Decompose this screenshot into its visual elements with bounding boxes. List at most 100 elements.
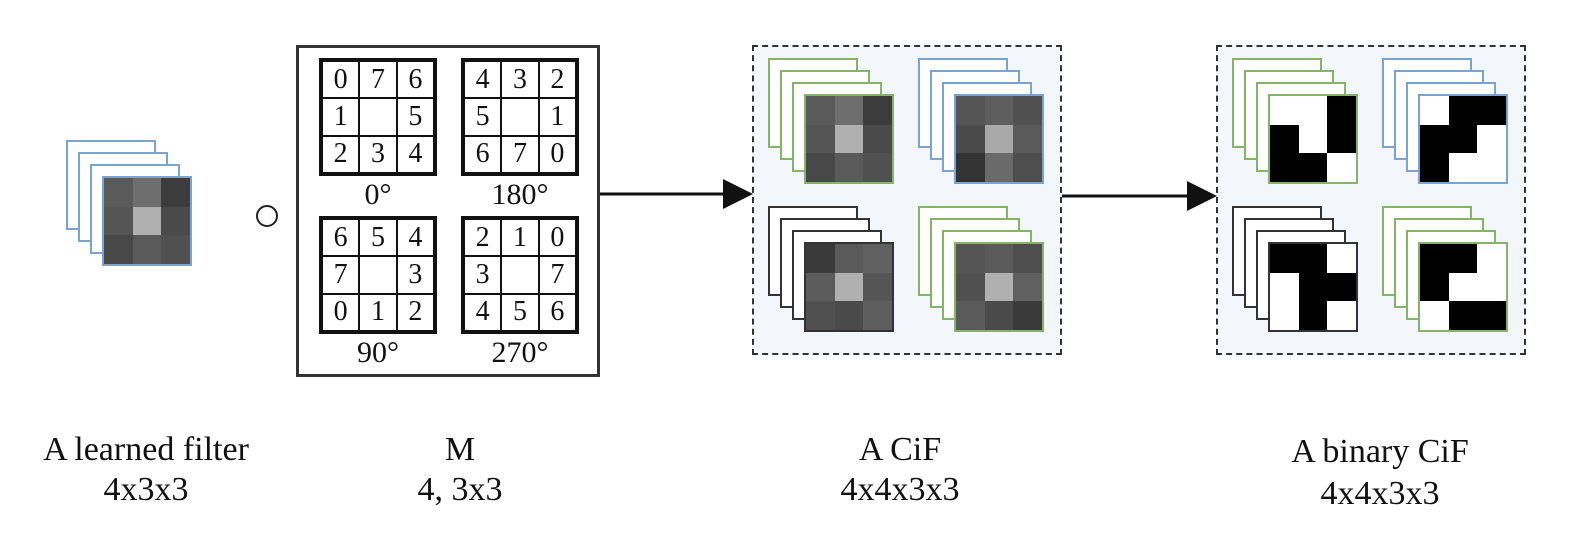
filter-pixel — [956, 272, 985, 302]
m-cell: 7 — [538, 256, 576, 294]
filter-pixel — [956, 244, 985, 273]
m-cell: 5 — [359, 219, 397, 257]
m-cell: 5 — [501, 293, 539, 331]
m-cell: 0 — [322, 293, 360, 331]
m-cell: 4 — [396, 135, 434, 173]
m-cell: 3 — [464, 256, 502, 294]
filter-pixel — [984, 301, 1014, 330]
m-cell: 6 — [464, 135, 502, 173]
binary-cif-label: A binary CiF — [1291, 433, 1469, 470]
m-cell: 1 — [322, 98, 360, 136]
filter-pixel — [1420, 96, 1449, 125]
m-cell — [359, 98, 397, 136]
filter-pixel — [1327, 124, 1356, 154]
filter-pixel — [1327, 153, 1356, 182]
filter-pixel-grid — [804, 242, 894, 332]
filter-pixel-grid — [1268, 94, 1358, 184]
cif-dim: 4x4x3x3 — [840, 471, 960, 508]
m-cell: 6 — [396, 61, 434, 99]
filter-pixel — [1448, 153, 1478, 182]
filter-pixel — [806, 96, 835, 125]
filter-pixel — [161, 206, 190, 236]
filter-pixel — [1420, 272, 1449, 302]
filter-pixel — [1420, 301, 1449, 330]
m-angle-90: 90° — [357, 336, 399, 369]
filter-pixel — [956, 124, 985, 154]
filter-pixel — [863, 272, 892, 302]
filter-pixel — [984, 96, 1014, 125]
filter-pixel — [984, 153, 1014, 182]
filter-pixel — [104, 178, 133, 207]
filter-pixel — [956, 301, 985, 330]
m-cell — [359, 256, 397, 294]
filter-pixel — [1448, 124, 1478, 154]
m-cell: 4 — [464, 293, 502, 331]
filter-pixel — [863, 96, 892, 125]
filter-pixel — [956, 96, 985, 125]
filter-pixel — [834, 124, 864, 154]
filter-pixel — [1477, 96, 1506, 125]
filter-pixel — [863, 301, 892, 330]
binary-cif-dim: 4x4x3x3 — [1320, 475, 1440, 512]
filter-pixel — [1327, 244, 1356, 273]
filter-pixel — [863, 124, 892, 154]
filter-pixel — [834, 301, 864, 330]
filter-pixel — [806, 272, 835, 302]
filter-pixel — [1013, 153, 1042, 182]
learned-filter-dim: 4x3x3 — [103, 471, 189, 508]
m-cell — [501, 98, 539, 136]
m-cell: 0 — [538, 135, 576, 173]
m-angle-270: 270° — [491, 336, 549, 369]
filter-pixel — [1270, 96, 1299, 125]
filter-pixel-grid — [804, 94, 894, 184]
m-cell: 3 — [359, 135, 397, 173]
m-cell: 7 — [322, 256, 360, 294]
filter-pixel — [863, 153, 892, 182]
filter-pixel-grid — [1268, 242, 1358, 332]
filter-pixel — [132, 206, 162, 236]
m-cell: 4 — [464, 61, 502, 99]
m-cell: 4 — [396, 219, 434, 257]
filter-pixel-grid — [1418, 242, 1508, 332]
filter-pixel — [1477, 244, 1506, 273]
filter-pixel — [104, 235, 133, 264]
filter-pixel — [984, 244, 1014, 273]
m-cell — [501, 256, 539, 294]
filter-pixel — [1270, 272, 1299, 302]
filter-pixel — [1448, 96, 1478, 125]
filter-pixel — [1420, 244, 1449, 273]
m-cell: 0 — [322, 61, 360, 99]
filter-pixel-grid — [954, 94, 1044, 184]
m-cell: 5 — [464, 98, 502, 136]
filter-pixel — [1448, 301, 1478, 330]
filter-pixel — [1448, 244, 1478, 273]
m-label: M — [444, 431, 476, 468]
m-cell: 6 — [322, 219, 360, 257]
filter-pixel — [834, 96, 864, 125]
filter-pixel — [1298, 96, 1328, 125]
filter-pixel — [806, 301, 835, 330]
filter-pixel — [1270, 153, 1299, 182]
filter-pixel — [1013, 244, 1042, 273]
m-cell: 0 — [538, 219, 576, 257]
filter-pixel — [1448, 272, 1478, 302]
filter-pixel — [161, 235, 190, 264]
filter-pixel-grid — [102, 176, 192, 266]
filter-pixel — [104, 206, 133, 236]
filter-pixel — [834, 244, 864, 273]
filter-pixel — [1013, 124, 1042, 154]
m-angle-0: 0° — [364, 178, 392, 211]
filter-pixel — [806, 124, 835, 154]
filter-pixel — [834, 153, 864, 182]
m-cell: 2 — [322, 135, 360, 173]
filter-pixel — [1327, 272, 1356, 302]
m-cell: 1 — [501, 219, 539, 257]
filter-pixel — [1298, 301, 1328, 330]
